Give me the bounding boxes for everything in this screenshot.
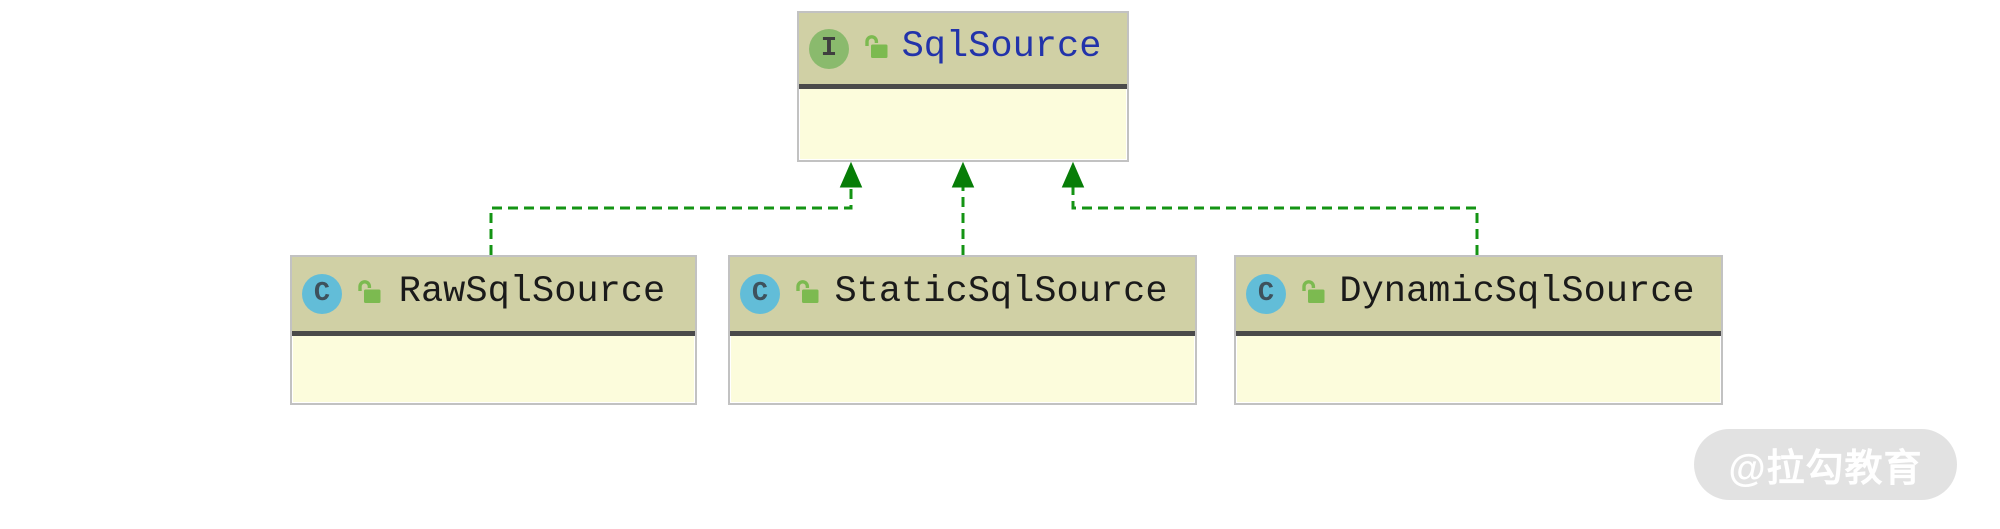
unlocked-icon (794, 278, 821, 310)
inheritance-arrow-icon (839, 161, 863, 188)
class-icon-letter: C (751, 279, 769, 309)
watermark-badge: @拉勾教育 (1694, 429, 1957, 500)
watermark-text: @拉勾教育 (1728, 448, 1923, 490)
node-title: RawSqlSource (398, 271, 666, 313)
unlocked-icon (356, 278, 383, 310)
class-node-staticsqlsource[interactable]: C StaticSqlSource (728, 255, 1197, 405)
unlocked-icon (863, 33, 890, 65)
class-node-dynamicsqlsource[interactable]: C DynamicSqlSource (1234, 255, 1723, 405)
class-node-sqlsource[interactable]: I SqlSource (797, 11, 1129, 162)
class-icon: C (740, 274, 780, 314)
node-title: SqlSource (901, 25, 1102, 68)
class-node-rawsqlsource[interactable]: C RawSqlSource (290, 255, 697, 405)
node-title: StaticSqlSource (834, 271, 1168, 313)
class-icon-letter: C (313, 279, 331, 309)
node-header: C StaticSqlSource (730, 257, 1195, 336)
node-header: I SqlSource (799, 13, 1127, 89)
inheritance-arrow-icon (1061, 161, 1085, 188)
class-icon: C (1246, 274, 1286, 314)
class-icon-letter: C (1257, 279, 1275, 309)
node-title: DynamicSqlSource (1339, 271, 1695, 313)
interface-icon-letter: I (820, 33, 838, 64)
inheritance-arrow-icon (951, 161, 975, 188)
class-icon: C (302, 274, 342, 314)
node-header: C DynamicSqlSource (1236, 257, 1721, 336)
interface-icon: I (809, 28, 849, 69)
node-header: C RawSqlSource (292, 257, 695, 336)
implements-edge-dynamicsqlsource (1071, 187, 1479, 255)
implements-edge-rawsqlsource (489, 187, 853, 255)
unlocked-icon (1300, 278, 1327, 310)
